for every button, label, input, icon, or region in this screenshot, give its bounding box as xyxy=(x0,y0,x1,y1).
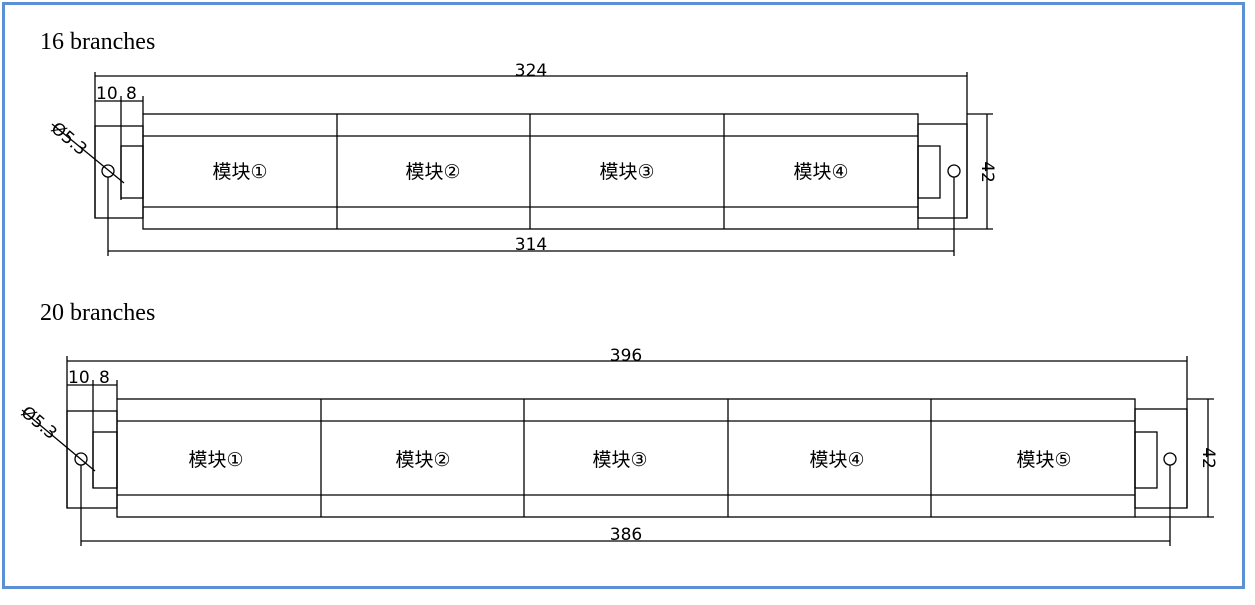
diagram-20-title: 20 branches xyxy=(40,300,156,326)
hole-leader-line xyxy=(51,123,125,184)
dim-label-10: 10 xyxy=(68,368,90,388)
dim-label-42: 42 xyxy=(1198,447,1218,469)
hole-diameter-label: Ø5.3 xyxy=(17,403,61,444)
dim-label-396: 396 xyxy=(610,346,642,366)
diagram-16-branches: 324 10 8 Ø5.3 模块① 模块② 模块③ 模块④ 42 xyxy=(47,61,997,256)
diagram-16-title: 16 branches xyxy=(40,29,156,55)
dim-label-386: 386 xyxy=(610,525,642,545)
module-label-3: 模块③ xyxy=(599,161,654,183)
module-label-4: 模块④ xyxy=(793,161,848,183)
module-label-2: 模块② xyxy=(395,449,450,471)
right-end-plate xyxy=(1134,408,1188,509)
module-label-1: 模块① xyxy=(212,161,267,183)
right-end-slot xyxy=(1134,431,1158,489)
dim-label-8: 8 xyxy=(99,368,110,388)
diagram-20-branches: 396 10 8 Ø5.3 模块① 模块② 模块③ 模块④ 模块⑤ xyxy=(17,346,1218,546)
dim-label-8: 8 xyxy=(126,84,137,104)
hole-leader-line xyxy=(21,409,96,472)
right-mounting-hole xyxy=(1163,452,1177,466)
left-end-slot xyxy=(120,145,144,199)
module-label-3: 模块③ xyxy=(592,449,647,471)
hole-diameter-label: Ø5.3 xyxy=(47,119,91,160)
dim-label-42: 42 xyxy=(977,161,997,183)
module-label-5: 模块⑤ xyxy=(1016,449,1071,471)
right-end-slot xyxy=(917,145,941,199)
module-label-4: 模块④ xyxy=(809,449,864,471)
outer-frame xyxy=(2,2,1245,589)
dim-label-314: 314 xyxy=(515,235,547,255)
dim-label-324: 324 xyxy=(515,61,547,81)
left-end-slot xyxy=(92,431,118,489)
dim-label-10: 10 xyxy=(96,84,118,104)
right-mounting-hole xyxy=(947,164,961,178)
module-label-1: 模块① xyxy=(188,449,243,471)
module-label-2: 模块② xyxy=(405,161,460,183)
